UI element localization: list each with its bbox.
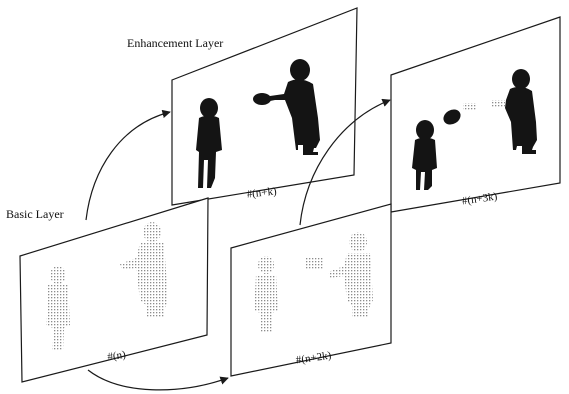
basic-frame-1: #(n) — [19, 197, 209, 383]
adult-silhouette — [505, 69, 537, 154]
enhancement-frame-1: #(n+k) — [171, 7, 358, 206]
frame-caption-n: #(n) — [107, 349, 127, 363]
adult-silhouette — [270, 59, 320, 155]
connector-arrows — [85, 98, 391, 391]
arrow-basic-to-enhancement-1 — [85, 109, 171, 221]
basic-frame-2: #(n+2k) — [230, 203, 392, 377]
dotted-child — [46, 266, 70, 350]
arrow-basic-2-to-enhancement-2 — [299, 98, 391, 226]
frame-caption-n-plus-2k: #(n+2k) — [295, 350, 332, 367]
child-silhouette — [412, 120, 437, 190]
racket-silhouette — [253, 93, 280, 105]
flying-racket-silhouette — [443, 109, 461, 125]
motion-dots — [491, 100, 505, 108]
dotted-adult — [120, 222, 168, 318]
dotted-child — [254, 256, 278, 332]
frame-caption-n-plus-3k: #(n+3k) — [461, 191, 498, 208]
enhancement-frame-2: #(n+3k) — [390, 16, 561, 213]
frame-caption-n-plus-k: #(n+k) — [246, 185, 277, 200]
frame-outline — [171, 7, 358, 206]
dotted-adult — [328, 232, 373, 318]
basic-layer-label: Basic Layer — [6, 207, 64, 221]
motion-dots — [463, 103, 476, 111]
arrow-basic-to-basic-2 — [87, 369, 229, 391]
child-silhouette — [196, 98, 222, 188]
enhancement-layer-label: Enhancement Layer — [127, 36, 223, 50]
dotted-racket — [306, 258, 324, 270]
